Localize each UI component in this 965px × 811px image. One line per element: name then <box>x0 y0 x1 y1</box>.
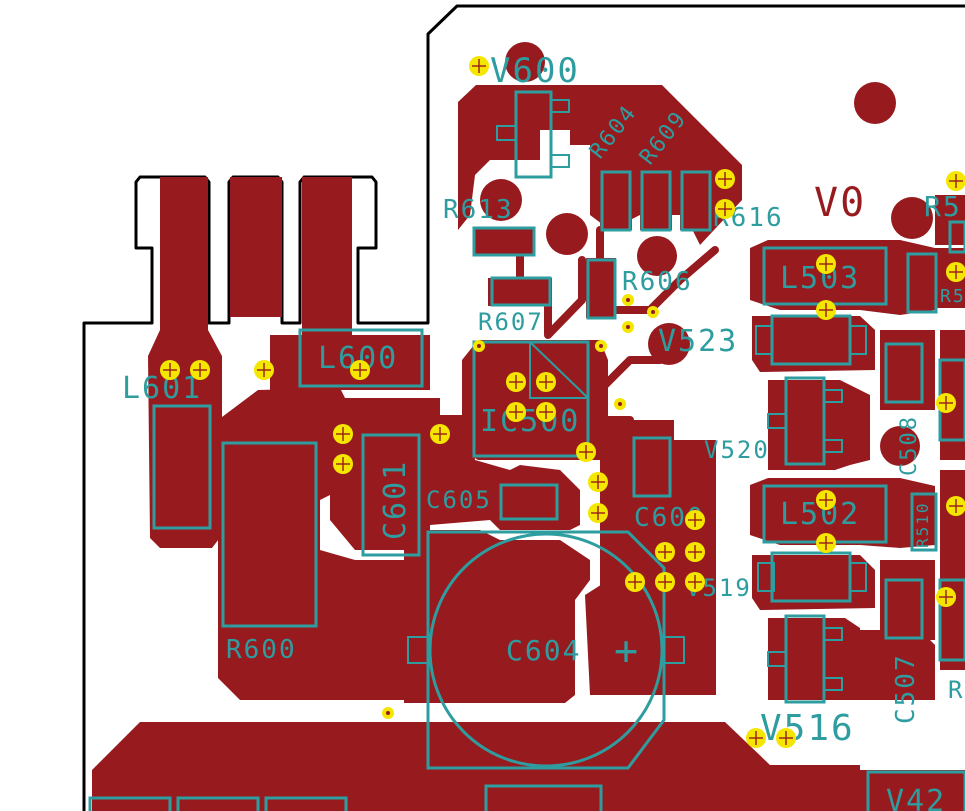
via <box>576 442 596 462</box>
label-R613: R613 <box>443 195 514 225</box>
via <box>685 542 705 562</box>
via <box>430 424 450 444</box>
label-R-bottom: R <box>948 676 964 704</box>
via <box>655 542 675 562</box>
via <box>715 169 735 189</box>
label-C507: C507 <box>891 653 921 724</box>
via <box>776 728 796 748</box>
via <box>946 171 965 191</box>
via <box>588 472 608 492</box>
copper-layer <box>92 42 965 811</box>
via <box>816 533 836 553</box>
R609-outline <box>640 170 672 232</box>
label-R510: R510 <box>913 501 932 548</box>
via <box>506 402 526 422</box>
via-layer <box>160 56 965 748</box>
via <box>536 372 556 392</box>
via <box>506 372 526 392</box>
via-small <box>382 707 394 719</box>
R616-outline <box>680 170 712 232</box>
label-L601: L601 <box>122 371 202 406</box>
label-R607: R607 <box>478 308 544 336</box>
via <box>816 300 836 320</box>
C605-outline <box>499 483 559 521</box>
R606-outline <box>586 258 617 320</box>
via <box>625 572 645 592</box>
L600-outline <box>298 328 424 388</box>
via-small <box>647 306 659 318</box>
silkscreen-layer <box>88 90 965 811</box>
R604-outline <box>600 170 632 232</box>
via <box>160 360 180 380</box>
label-V520: V520 <box>704 436 770 464</box>
R607-outline <box>490 276 552 307</box>
label-R606: R606 <box>622 267 693 297</box>
via <box>946 496 965 516</box>
via <box>333 454 353 474</box>
via-small <box>595 340 607 352</box>
label-V523: V523 <box>658 324 738 359</box>
C601-outline <box>361 433 421 557</box>
C604-outline <box>426 530 666 770</box>
via <box>936 587 956 607</box>
label-R5-top: R5 <box>924 190 962 223</box>
via <box>588 503 608 523</box>
via <box>746 728 766 748</box>
via <box>536 402 556 422</box>
label-R5-mid: R5 <box>940 286 965 307</box>
label-V-bottom: V42 <box>886 784 946 811</box>
via <box>946 262 965 282</box>
R600-outline <box>221 441 318 628</box>
via <box>685 510 705 530</box>
via-small <box>614 398 626 410</box>
polarity-plus-mark: + <box>614 628 640 674</box>
label-R600: R600 <box>226 635 297 665</box>
label-V516: V516 <box>760 708 855 749</box>
L601-outline <box>152 404 212 530</box>
via <box>469 56 489 76</box>
via <box>190 360 210 380</box>
via <box>333 424 353 444</box>
via-small <box>622 294 634 306</box>
via <box>715 199 735 219</box>
via-small <box>622 321 634 333</box>
via <box>816 490 836 510</box>
via <box>254 360 274 380</box>
C600-outline <box>632 436 672 498</box>
label-C508: C508 <box>897 415 922 476</box>
via-small <box>473 340 485 352</box>
via <box>816 254 836 274</box>
label-IC500: IC500 <box>480 404 580 439</box>
label-C604: C604 <box>506 634 581 667</box>
net-label-V0: V0 <box>814 180 866 226</box>
R613-outline <box>472 226 536 257</box>
label-C601: C601 <box>378 460 413 540</box>
via <box>685 572 705 592</box>
via <box>655 572 675 592</box>
label-C605: C605 <box>426 486 492 514</box>
label-V600: V600 <box>490 51 580 91</box>
via <box>936 393 956 413</box>
via <box>350 360 370 380</box>
